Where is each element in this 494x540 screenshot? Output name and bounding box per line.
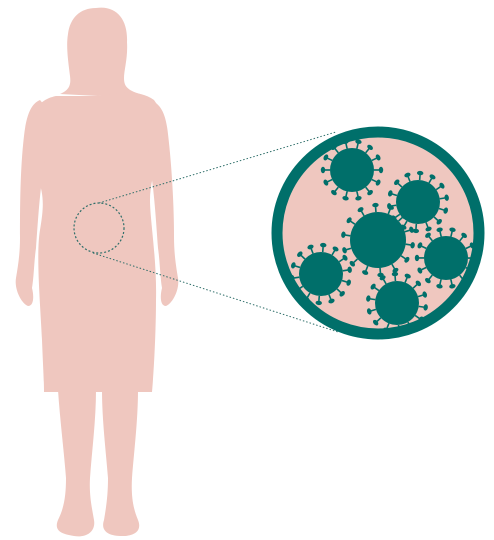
virus-spike [346,191,347,196]
virus-core [375,281,419,325]
virus-spike [345,235,350,236]
virus-spike [346,144,347,149]
virus-spike-tip [379,167,383,173]
virus-spike-tip [321,167,325,173]
zoom-view [277,132,479,334]
virus-spike-tip [415,255,419,261]
virus-spike [419,306,424,307]
virus-spike [451,232,452,237]
virus-spike [440,198,445,199]
virus-spike [440,232,441,237]
virus-spike [294,277,299,278]
head [60,8,140,96]
virus-core [350,212,406,268]
virus-spike-tip [473,255,477,261]
virus-spike [343,270,348,271]
virus-spike [451,279,452,284]
virus-core [330,148,374,192]
virus-spike [357,191,358,196]
body-silhouette [16,8,179,537]
virus-spike [357,144,358,149]
virus-core [424,236,468,280]
left-leg [57,390,96,536]
right-leg [102,390,139,536]
torso-dress [32,92,162,392]
virus-spike [370,299,375,300]
virus-spike [406,244,411,245]
virus-spike [440,279,441,284]
virus-core [299,252,343,296]
